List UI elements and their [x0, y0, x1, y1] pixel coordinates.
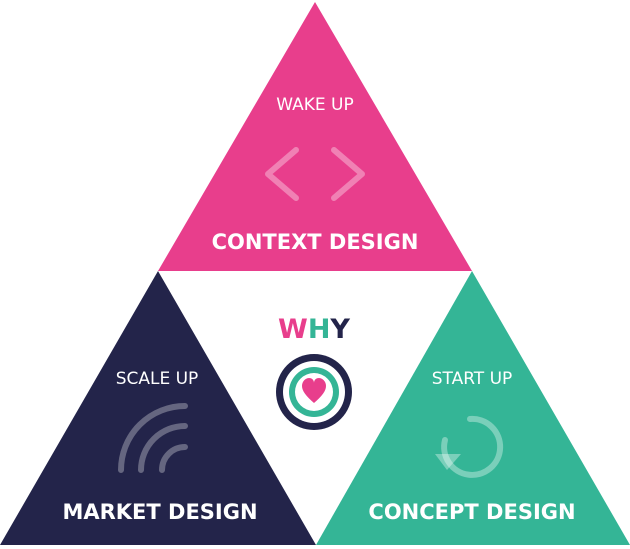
- section-market-design: SCALE UP MARKET DESIGN: [0, 271, 316, 545]
- heart-icon: [302, 378, 326, 403]
- section-concept-design: START UP CONCEPT DESIGN: [316, 271, 630, 545]
- signal-waves-icon: [118, 403, 188, 473]
- context-design-title: CONTEXT DESIGN: [212, 230, 419, 254]
- why-letter-w: W: [278, 314, 308, 345]
- concept-design-title: CONCEPT DESIGN: [368, 500, 575, 524]
- section-context-design: WAKE UP CONTEXT DESIGN: [158, 2, 472, 271]
- context-design-phase: WAKE UP: [276, 95, 354, 115]
- target-heart-icon: [276, 354, 352, 430]
- market-design-title: MARKET DESIGN: [62, 500, 257, 524]
- concept-design-phase: START UP: [432, 369, 513, 389]
- why-letter-y: Y: [329, 314, 350, 345]
- why-letter-h: H: [308, 314, 331, 345]
- cycle-arrow-icon: [435, 415, 504, 478]
- why-label: WHY: [278, 314, 350, 345]
- concept-design-triangle: [316, 271, 630, 545]
- context-design-triangle: [158, 2, 472, 271]
- market-design-triangle: [0, 271, 316, 545]
- code-brackets-icon: [265, 147, 365, 201]
- why-center: WHY: [276, 314, 352, 430]
- market-design-phase: SCALE UP: [116, 369, 199, 389]
